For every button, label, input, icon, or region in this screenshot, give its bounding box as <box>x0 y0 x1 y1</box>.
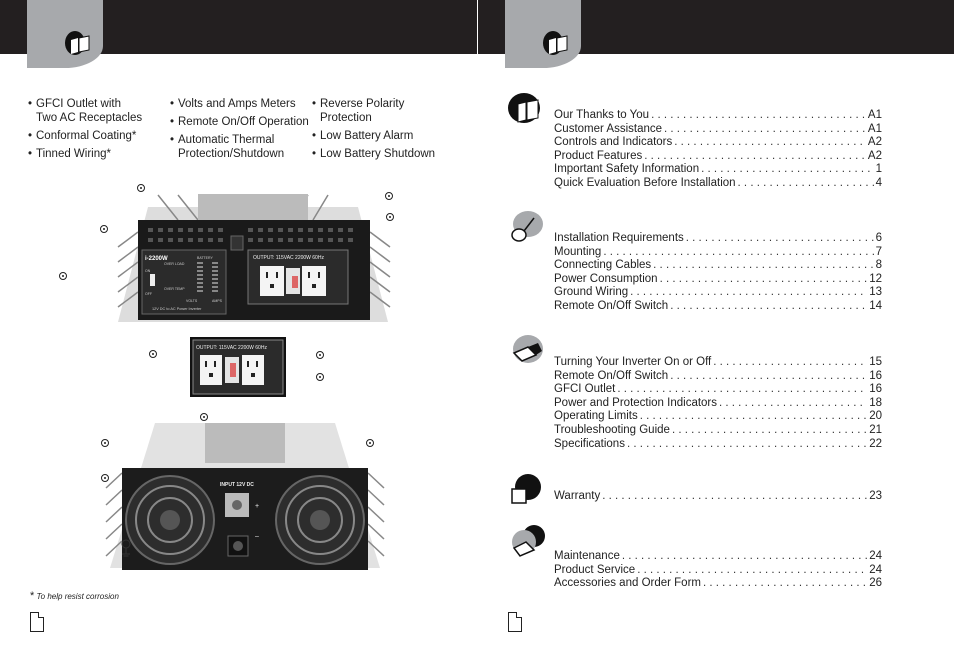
negative-sign: – <box>255 533 259 540</box>
callout-marker <box>366 439 374 447</box>
cooling-fan <box>125 475 215 565</box>
toc-entry[interactable]: Warranty23 <box>554 490 882 504</box>
feature-item: Volts and Amps Meters <box>170 97 310 111</box>
toc-entry[interactable]: Controls and IndicatorsA2 <box>554 136 882 150</box>
toc-entry[interactable]: Mounting7 <box>554 246 882 260</box>
toc-section-maintenance: Maintenance24 Product Service24 Accessor… <box>554 550 882 591</box>
toc-section-installation: Installation Requirements6 Mounting7 Con… <box>554 232 882 314</box>
callout-marker <box>101 474 109 482</box>
toc-entry[interactable]: Product Service24 <box>554 564 882 578</box>
callout-marker <box>100 225 108 233</box>
toc-entry[interactable]: Remote On/Off Switch16 <box>554 370 882 384</box>
toc-entry[interactable]: Troubleshooting Guide21 <box>554 424 882 438</box>
footnote-star: * <box>30 590 35 602</box>
right-section-tab <box>505 0 581 68</box>
toc-entry[interactable]: Accessories and Order Form26 <box>554 577 882 591</box>
toc-entry[interactable]: Connecting Cables8 <box>554 259 882 273</box>
warranty-icon <box>511 474 541 504</box>
gfci-reset-button[interactable] <box>230 363 236 377</box>
volts-label: VOLTS <box>186 299 198 303</box>
wrench-icon <box>511 211 543 242</box>
model-label: i-2200W <box>145 256 168 262</box>
toc-entry[interactable]: Maintenance24 <box>554 550 882 564</box>
callout-marker <box>316 373 324 381</box>
callout-marker <box>101 439 109 447</box>
toc-entry[interactable]: Power Consumption12 <box>554 273 882 287</box>
toc-entry[interactable]: Remote On/Off Switch14 <box>554 300 882 314</box>
ac-receptacle[interactable] <box>260 266 284 296</box>
features-column-2: Volts and Amps Meters Remote On/Off Oper… <box>170 97 310 165</box>
inverter-front-panel-photo: i-2200W ON OFF OVER LOAD OVER TEMP BATTE… <box>108 192 398 342</box>
overload-label: OVER LOAD <box>164 262 185 266</box>
book-icon <box>543 31 568 55</box>
toc-entry[interactable]: Quick Evaluation Before Installation4 <box>554 177 882 191</box>
toc-entry[interactable]: Operating Limits20 <box>554 410 882 424</box>
inverter-rear-panel-photo: INPUT 12V DC + – <box>100 418 390 583</box>
power-switch[interactable] <box>150 274 155 286</box>
toc-entry[interactable]: Installation Requirements6 <box>554 232 882 246</box>
toc-entry[interactable]: Product FeaturesA2 <box>554 150 882 164</box>
feature-item: Tinned Wiring* <box>28 147 158 161</box>
positive-sign: + <box>255 503 259 510</box>
footnote: * To help resist corrosion <box>30 590 119 602</box>
switch-on-label: ON <box>145 269 151 273</box>
toc-entry[interactable]: Specifications22 <box>554 438 882 452</box>
toc-entry[interactable]: Customer AssistanceA1 <box>554 123 882 137</box>
toc-entry[interactable]: Our Thanks to YouA1 <box>554 109 882 123</box>
ac-receptacle[interactable] <box>302 266 326 296</box>
left-section-tab <box>27 0 103 68</box>
callout-marker <box>137 184 145 192</box>
operation-icon <box>512 335 543 363</box>
callout-marker <box>316 351 324 359</box>
callout-marker <box>386 213 394 221</box>
overtemp-label: OVER TEMP <box>164 287 185 291</box>
toc-entry[interactable]: Ground Wiring13 <box>554 286 882 300</box>
battery-label: BATTERY <box>197 256 213 260</box>
toc-section-operation: Turning Your Inverter On or Off15 Remote… <box>554 356 882 451</box>
callout-marker <box>149 350 157 358</box>
feature-item: Remote On/Off Operation <box>170 115 310 129</box>
callout-marker <box>385 192 393 200</box>
feature-item: Conformal Coating* <box>28 129 158 143</box>
ground-icon <box>121 539 131 557</box>
callout-marker <box>59 272 67 280</box>
service-icon <box>512 525 545 557</box>
toc-entry[interactable]: GFCI Outlet16 <box>554 383 882 397</box>
cooling-fan <box>275 475 365 565</box>
book-icon <box>65 31 90 55</box>
footnote-text: To help resist corrosion <box>36 592 119 601</box>
inverter-label: 12V DC to AC Power Inverter <box>152 307 202 311</box>
book-icon <box>508 93 540 123</box>
amps-label: AMPS <box>212 299 223 303</box>
gfci-outlet-closeup-photo: OUTPUT: 115VAC 2200W 60Hz <box>190 337 286 397</box>
output-label: OUTPUT: 115VAC 2200W 60Hz <box>253 255 324 261</box>
toc-section-introduction: Our Thanks to YouA1 Customer AssistanceA… <box>554 109 882 191</box>
toc-entry[interactable]: Turning Your Inverter On or Off15 <box>554 356 882 370</box>
closeup-output-label: OUTPUT: 115VAC 2200W 60Hz <box>196 345 267 351</box>
page-number-box <box>30 612 44 632</box>
ac-receptacle[interactable] <box>242 355 264 385</box>
input-label: INPUT 12V DC <box>220 482 254 488</box>
feature-item: Low Battery Shutdown <box>312 147 442 161</box>
callout-marker <box>200 413 208 421</box>
toc-section-warranty: Warranty23 <box>554 490 882 504</box>
toc-entry[interactable]: Power and Protection Indicators18 <box>554 397 882 411</box>
page-number-box <box>508 612 522 632</box>
feature-item: Low Battery Alarm <box>312 129 442 143</box>
switch-off-label: OFF <box>145 292 152 296</box>
toc-entry[interactable]: Important Safety Information1 <box>554 163 882 177</box>
ac-receptacle[interactable] <box>200 355 222 385</box>
